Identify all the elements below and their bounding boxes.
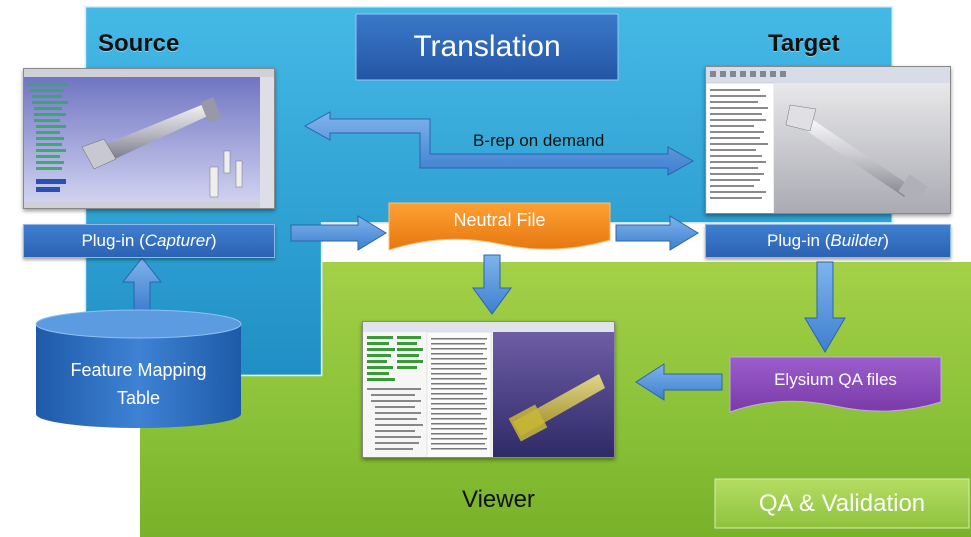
plugin-capturer-name: Capturer: [144, 231, 211, 250]
plugin-capturer-prefix: Plug-in (: [81, 231, 145, 250]
translation-header-box: [355, 13, 619, 81]
neutral-file-box: [388, 202, 611, 251]
neutral-to-viewer-arrow: [472, 254, 512, 315]
plugin-builder-suffix: ): [883, 231, 889, 250]
plugin-capturer-suffix: ): [210, 231, 217, 250]
qa-files-box: [729, 356, 942, 413]
cylinder-label: Feature Mapping Table: [36, 356, 241, 412]
translation-title: Translation: [413, 30, 561, 63]
cylinder-label-line1: Feature Mapping: [70, 360, 207, 380]
plugin-builder-prefix: Plug-in (: [767, 231, 831, 250]
plugin-capturer-box: Plug-in (Capturer): [23, 224, 275, 258]
feature-mapping-table-cylinder: [35, 309, 242, 428]
cylinder-label-line2: Table: [116, 388, 161, 408]
viewer-label: Viewer: [462, 486, 535, 513]
qa-validation-label: QA & Validation: [758, 490, 926, 517]
qa-validation-box: [714, 478, 970, 529]
qa-files-label: Elysium QA files: [774, 370, 897, 389]
neutral-file-label: Neutral File: [453, 210, 546, 230]
viewer-screenshot: [362, 321, 615, 458]
qa-to-viewer-arrow: [635, 363, 723, 401]
target-title: Target: [768, 30, 840, 57]
neutral-to-builder-arrow: [615, 215, 699, 251]
builder-to-qa-arrow: [804, 261, 846, 353]
target-cad-screenshot: [705, 66, 951, 214]
table-to-capturer-arrow: [121, 257, 163, 311]
plugin-builder-name: Builder: [830, 231, 884, 250]
capturer-to-neutral-arrow: [290, 215, 387, 251]
source-title: Source: [98, 30, 180, 57]
brep-arrow: [303, 111, 695, 176]
source-cad-screenshot: [23, 68, 275, 209]
brep-label: B-rep on demand: [473, 131, 605, 150]
plugin-builder-box: Plug-in (Builder): [705, 224, 951, 258]
